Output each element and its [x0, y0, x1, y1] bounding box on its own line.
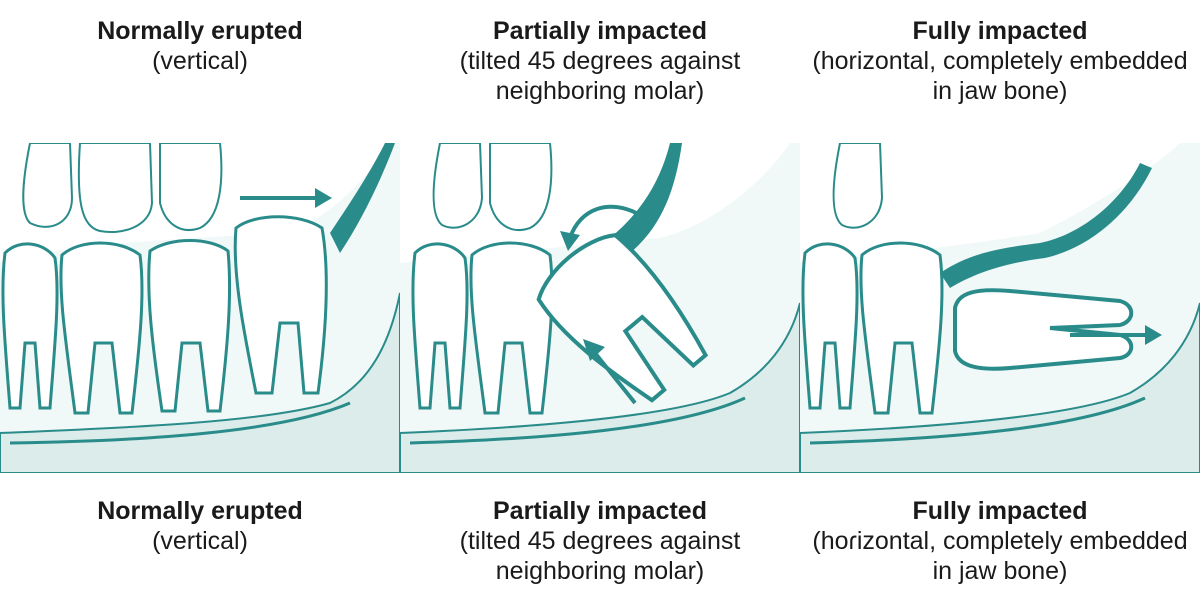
caption-title: Normally erupted — [97, 497, 303, 525]
caption-bottom: Partially impacted (tilted 45 degrees ag… — [400, 496, 800, 586]
caption-title: Partially impacted — [493, 17, 707, 45]
caption-subtitle: (vertical) — [152, 527, 248, 555]
caption-subtitle: (tilted 45 degrees against neighboring m… — [459, 47, 741, 105]
caption-top: Normally erupted (vertical) — [0, 16, 400, 76]
jaw-diagram-full — [800, 143, 1200, 473]
jaw-diagram-normal — [0, 143, 400, 473]
illustration-horizontal-tooth — [800, 143, 1200, 473]
panel-fully-impacted: Fully impacted (horizontal, completely e… — [800, 0, 1200, 593]
panel-normally-erupted: Normally erupted (vertical) — [0, 0, 400, 593]
caption-title: Normally erupted — [97, 17, 303, 45]
caption-top: Fully impacted (horizontal, completely e… — [800, 16, 1200, 106]
caption-title: Fully impacted — [912, 17, 1088, 45]
illustration-normal-tooth — [0, 143, 400, 473]
caption-subtitle: (vertical) — [152, 47, 248, 75]
caption-subtitle: (tilted 45 degrees against neighboring m… — [459, 527, 741, 585]
panel-partially-impacted: Partially impacted (tilted 45 degrees ag… — [400, 0, 800, 593]
caption-title: Partially impacted — [493, 497, 707, 525]
caption-title: Fully impacted — [912, 497, 1088, 525]
caption-bottom: Fully impacted (hoɾizontal, completely e… — [800, 496, 1200, 586]
jaw-diagram-partial — [400, 143, 800, 473]
caption-subtitle: (hoɾizontal, completely embedded in jaw … — [812, 527, 1188, 585]
caption-subtitle: (horizontal, completely embedded in jaw … — [812, 47, 1188, 105]
illustration-tilted-tooth — [400, 143, 800, 473]
caption-bottom: Normally erupted (vertical) — [0, 496, 400, 556]
caption-top: Partially impacted (tilted 45 degrees ag… — [400, 16, 800, 106]
